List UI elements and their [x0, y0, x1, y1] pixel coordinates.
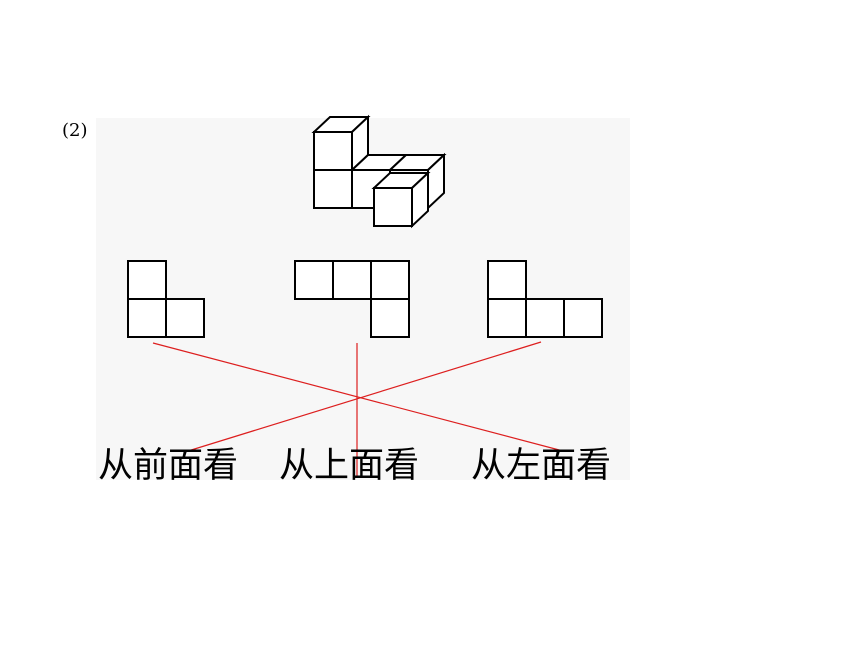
question-number: (2)	[62, 120, 88, 141]
matching-lines	[152, 341, 564, 476]
view-left-shape	[487, 260, 603, 338]
view-top-shape	[294, 260, 410, 338]
match-line-3	[187, 341, 542, 452]
caption-left-view: 从左面看	[471, 446, 612, 486]
view-front-shape	[127, 260, 205, 338]
cube-assembly	[311, 114, 447, 229]
match-line-1	[152, 342, 564, 452]
caption-front-view: 从前面看	[98, 446, 239, 486]
caption-top-view: 从上面看	[279, 446, 420, 486]
